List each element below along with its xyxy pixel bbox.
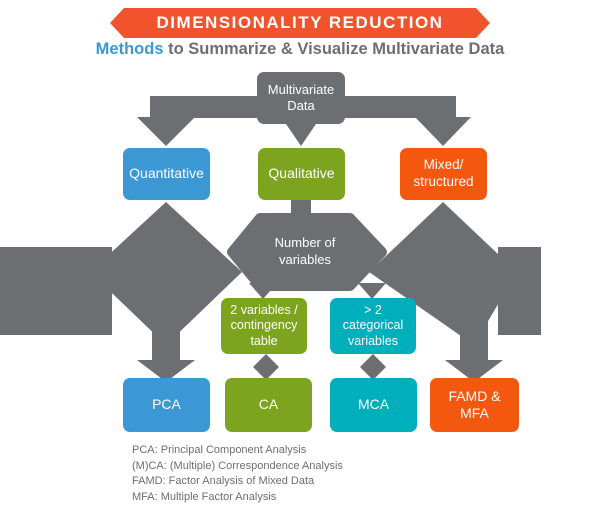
node-multivariate-data: Multivariate Data [257,72,345,124]
page-title: DIMENSIONALITY REDUCTION [156,13,444,32]
node-famd-mfa: FAMD & MFA [430,378,519,432]
legend-item-mca: (M)CA: (Multiple) Correspondence Analysi… [132,459,343,472]
arrowhead-famd [445,360,503,382]
node-ca: CA [225,378,312,432]
node-quantitative: Quantitative [123,148,210,200]
arrow-root-to-mixed [345,96,456,118]
diamond-ca [253,354,279,380]
legend-item-pca: PCA: Principal Component Analysis [132,444,307,456]
subtitle: Methods to Summarize & Visualize Multiva… [0,40,600,59]
decision-number-of-variables: Number of variables [274,235,336,267]
subtitle-rest: to Summarize & Visualize Multivariate Da… [163,40,505,58]
node-two-variables-contingency-table: 2 variables / contingency table [221,298,307,354]
title-banner: DIMENSIONALITY REDUCTION [110,8,490,38]
node-mixed-structured: Mixed/ structured [400,148,487,200]
node-more-than-two-categorical-variables: > 2 categorical variables [330,298,416,354]
link-decision-to-sub-ca [249,283,277,299]
arrow-mixed-to-famd [369,202,517,345]
arrowhead-quantitative [137,117,195,146]
arrowhead-pca [137,360,195,382]
arrow-right-stem [460,315,488,362]
arrowhead-qualitative [286,124,316,146]
legend-item-mfa: MFA: Multiple Factor Analysis [132,490,277,503]
acronym-legend: PCA: Principal Component Analysis (M)CA:… [132,443,343,505]
link-decision-to-sub-mca [358,283,386,299]
diamond-mca [360,354,386,380]
node-pca: PCA [123,378,210,432]
arrow-right-edge-band [498,247,541,335]
arrow-root-to-quantitative [150,96,258,118]
arrow-left-edge-band [0,247,112,335]
legend-item-famd: FAMD: Factor Analysis of Mixed Data [132,475,315,487]
node-qualitative: Qualitative [258,148,345,200]
arrow-quantitative-to-pca [90,202,242,345]
arrow-left-stem [152,315,180,362]
subtitle-highlight: Methods [95,40,164,58]
arrowhead-mixed [415,117,471,146]
node-mca: MCA [330,378,417,432]
